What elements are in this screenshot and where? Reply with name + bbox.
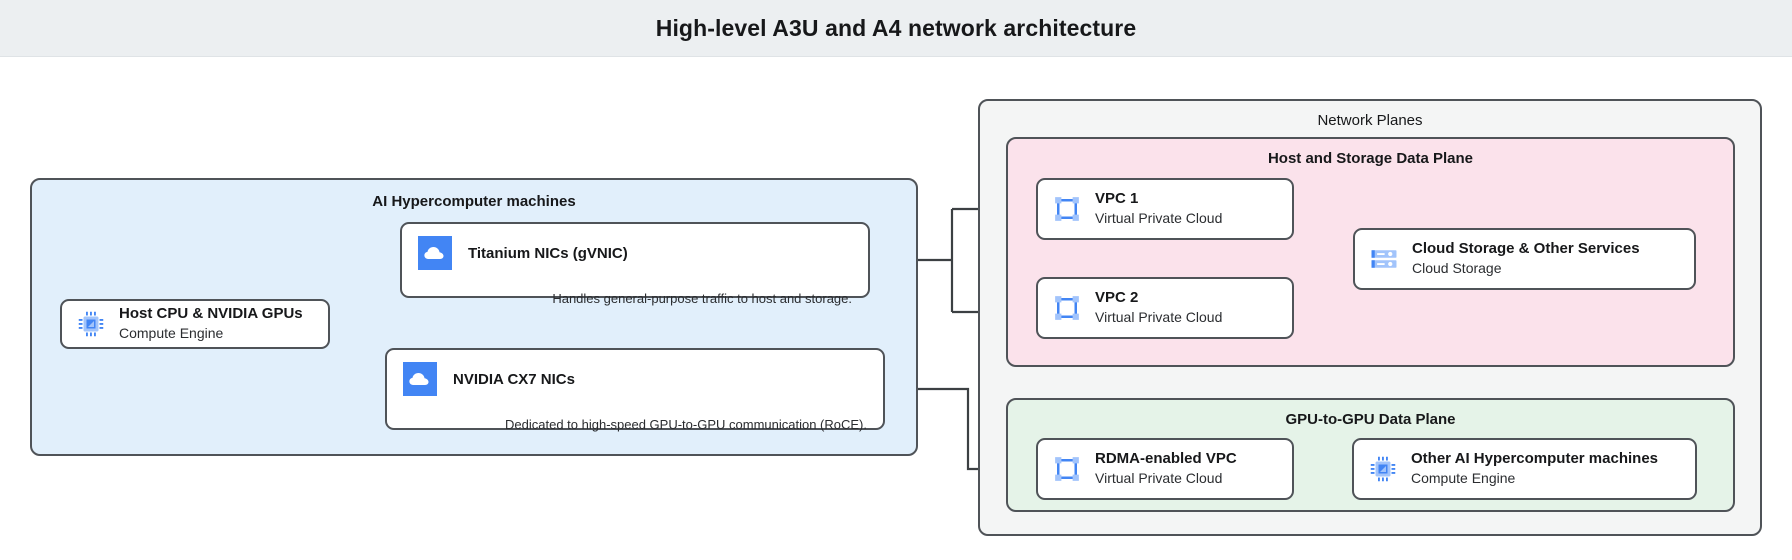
vpc-icon — [1055, 296, 1079, 320]
node-titanium-nics[interactable]: Titanium NICs (gVNIC) Handles general-pu… — [400, 222, 870, 306]
host-and-storage-data-plane-title: Host and Storage Data Plane — [1267, 150, 1474, 167]
node-subtitle: Virtual Private Cloud — [1095, 309, 1223, 326]
storage-rack-icon — [1371, 250, 1397, 268]
node-subtitle: Cloud Storage — [1412, 260, 1502, 277]
diagram-title-bar: High-level A3U and A4 network architectu… — [0, 0, 1792, 57]
node-title: Titanium NICs (gVNIC) — [468, 244, 628, 262]
vpc-icon — [1055, 197, 1079, 221]
node-nvidia-cx7-nics[interactable]: NVIDIA CX7 NICs Dedicated to high-speed … — [385, 348, 885, 432]
node-vpc-2[interactable]: VPC 2 Virtual Private Cloud — [1036, 277, 1294, 339]
gpu-to-gpu-data-plane-title: GPU-to-GPU Data Plane — [1285, 411, 1456, 428]
titanium-nics-caption: Handles general-purpose traffic to host … — [552, 291, 852, 306]
node-title: VPC 1 — [1095, 190, 1139, 208]
node-subtitle: Compute Engine — [1411, 470, 1516, 487]
node-cloud-storage[interactable]: Cloud Storage & Other Services Cloud Sto… — [1353, 228, 1696, 290]
node-subtitle: Virtual Private Cloud — [1095, 210, 1223, 227]
node-other-ai-hypercomputer-machines[interactable]: Other AI Hypercomputer machines Compute … — [1352, 438, 1697, 500]
cloud-icon — [403, 362, 437, 396]
cx7-nics-header: NVIDIA CX7 NICs — [403, 362, 867, 396]
cx7-nics-caption: Dedicated to high-speed GPU-to-GPU commu… — [505, 417, 867, 432]
node-host-cpu-gpus[interactable]: Host CPU & NVIDIA GPUs Compute Engine — [60, 299, 330, 349]
titanium-nics-header: Titanium NICs (gVNIC) — [418, 236, 852, 270]
node-title: NVIDIA CX7 NICs — [453, 370, 575, 388]
ai-hypercomputer-machines-title: AI Hypercomputer machines — [372, 193, 576, 210]
node-vpc-1[interactable]: VPC 1 Virtual Private Cloud — [1036, 178, 1294, 240]
node-title: Cloud Storage & Other Services — [1412, 240, 1640, 258]
vpc-icon — [1055, 457, 1079, 481]
node-subtitle: Compute Engine — [119, 325, 224, 342]
cloud-icon — [418, 236, 452, 270]
node-title: Other AI Hypercomputer machines — [1411, 450, 1659, 468]
node-rdma-enabled-vpc[interactable]: RDMA-enabled VPC Virtual Private Cloud — [1036, 438, 1294, 500]
node-title: Host CPU & NVIDIA GPUs — [119, 305, 303, 323]
network-planes-title: Network Planes — [1317, 112, 1423, 129]
node-title: VPC 2 — [1095, 289, 1139, 307]
node-title: RDMA-enabled VPC — [1095, 450, 1237, 468]
page-title: High-level A3U and A4 network architectu… — [655, 14, 1137, 41]
node-subtitle: Virtual Private Cloud — [1095, 470, 1223, 487]
cpu-chip-icon — [78, 311, 104, 337]
cpu-chip-icon — [1370, 456, 1396, 482]
